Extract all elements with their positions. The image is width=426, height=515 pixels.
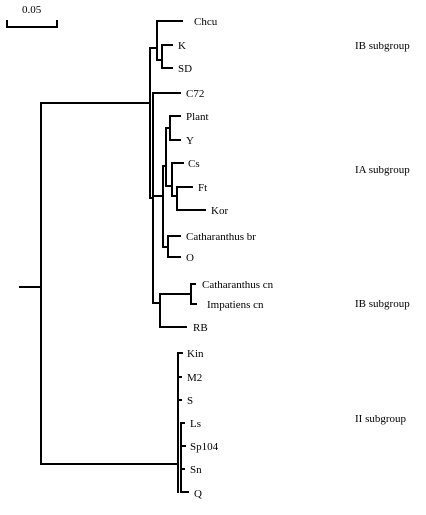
leaf-label-catharanthus-br: Catharanthus br (186, 231, 256, 243)
leaf-label-k: K (178, 40, 186, 52)
leaf-label-sn: Sn (190, 464, 202, 476)
subgroup-label-ib-bottom: IB subgroup (355, 298, 410, 310)
leaf-label-cs: Cs (188, 158, 200, 170)
leaf-label-plant: Plant (186, 111, 209, 123)
leaf-label-rb: RB (193, 322, 208, 334)
leaf-labels: Chcu K SD C72 Plant Y Cs Ft Kor Catharan… (178, 16, 274, 500)
leaf-label-kor: Kor (211, 205, 228, 217)
leaf-label-q: Q (194, 488, 202, 500)
leaf-label-c72: C72 (186, 88, 204, 100)
leaf-label-sd: SD (178, 63, 192, 75)
leaf-label-catharanthus-cn: Catharanthus cn (202, 279, 274, 291)
leaf-label-o: O (186, 252, 194, 264)
subgroup-label-ia: IA subgroup (355, 164, 410, 176)
leaf-label-kin: Kin (187, 348, 204, 360)
subgroup-label-ib-top: IB subgroup (355, 40, 410, 52)
subgroup-labels: IB subgroup IA subgroup IB subgroup II s… (355, 40, 410, 425)
leaf-label-impatiens-cn: Impatiens cn (207, 299, 264, 311)
tree-branches (19, 20, 206, 493)
leaf-label-sp104: Sp104 (190, 441, 219, 453)
scale-bar-line (6, 20, 58, 28)
subgroup-label-ii: II subgroup (355, 413, 407, 425)
leaf-label-y: Y (186, 135, 194, 147)
leaf-label-ft: Ft (198, 182, 207, 194)
leaf-label-m2: M2 (187, 372, 202, 384)
scale-bar-label: 0.05 (22, 4, 42, 16)
scale-bar: 0.05 (6, 4, 58, 28)
leaf-label-s: S (187, 395, 193, 407)
leaf-label-ls: Ls (190, 418, 201, 430)
leaf-label-chcu: Chcu (194, 16, 218, 28)
